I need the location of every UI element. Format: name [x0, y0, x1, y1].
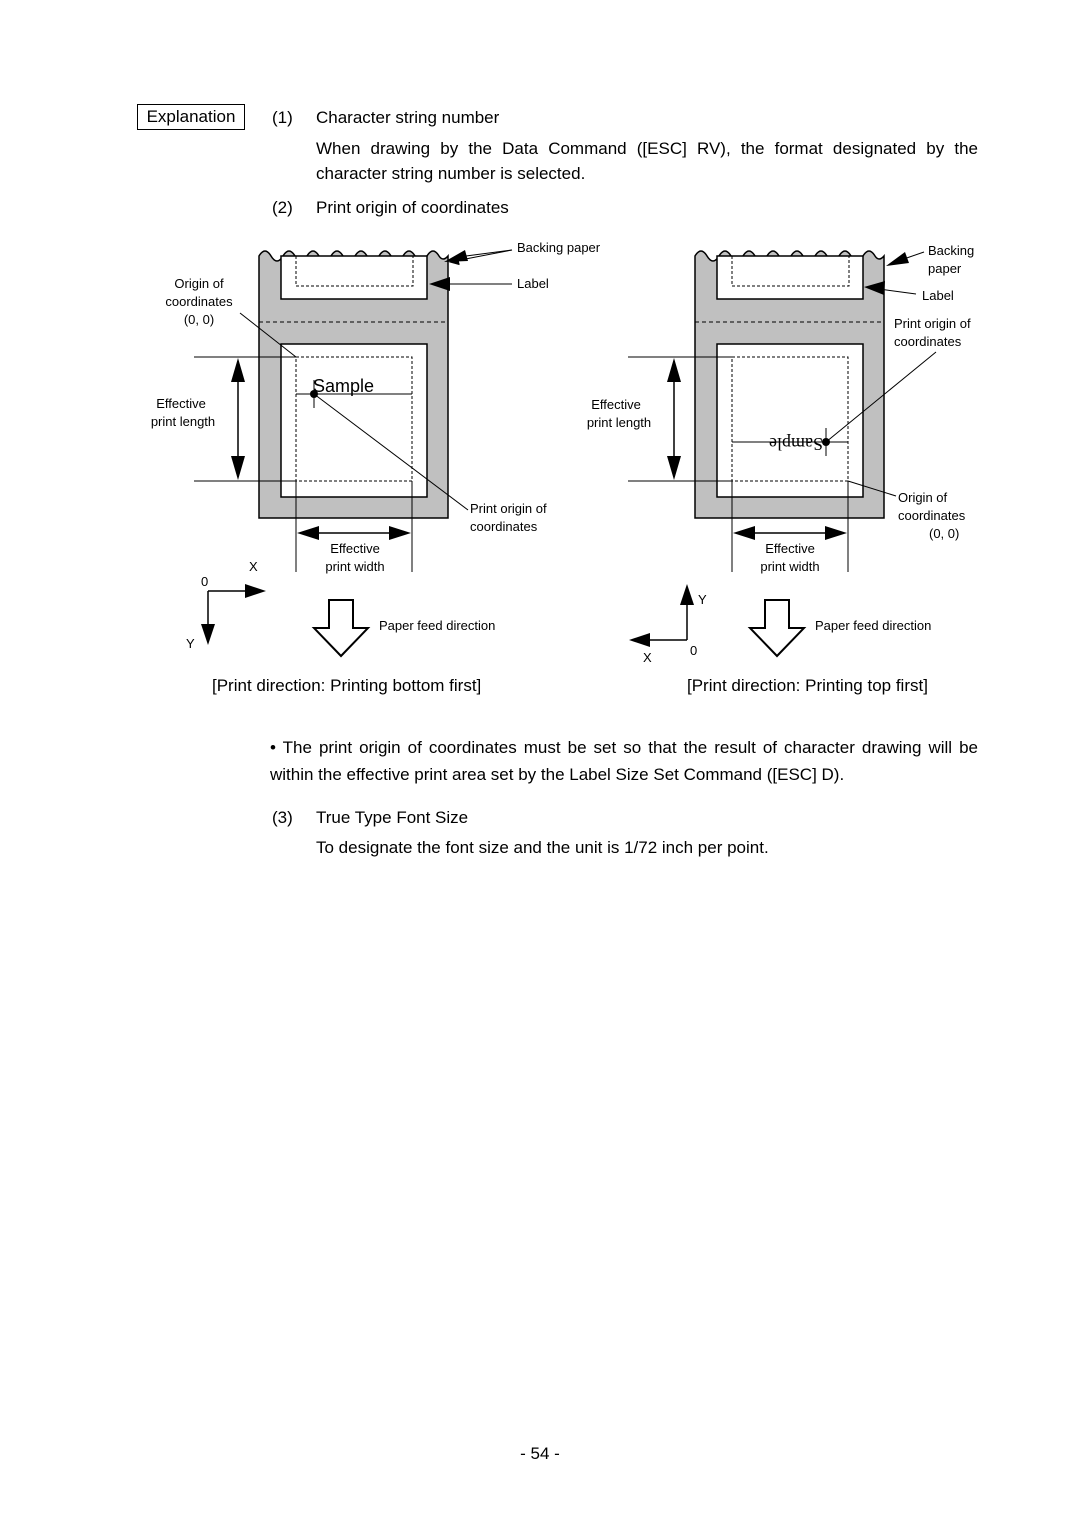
left-effective-width-label-1: Effective — [330, 541, 380, 556]
item3-body: To designate the font size and the unit … — [316, 838, 769, 857]
item3-title: True Type Font Size — [316, 808, 469, 827]
right-feed-label: Paper feed direction — [815, 618, 932, 633]
right-axis-zero: 0 — [690, 643, 698, 658]
right-origin-label-1: Origin of — [898, 490, 948, 505]
right-sample-text-rotated: Sample — [769, 434, 823, 454]
left-label-label: Label — [517, 276, 549, 291]
right-axis-x: X — [643, 650, 652, 665]
right-effective-width-label-1: Effective — [765, 541, 815, 556]
item1-number: (1) — [272, 108, 293, 127]
note-text: • The print origin of coordinates must b… — [270, 738, 978, 784]
left-origin-label-1: Origin of — [174, 276, 224, 291]
left-origin-label-2: coordinates — [165, 294, 233, 309]
right-caption: [Print direction: Printing top first] — [687, 676, 928, 695]
item2-title: Print origin of coordinates — [316, 198, 509, 217]
left-backing-paper-label: Backing paper — [517, 240, 601, 255]
right-effective-length-label-2: print length — [586, 415, 652, 430]
left-effective-length-label-1: Effective — [156, 396, 206, 411]
right-top-label — [716, 255, 864, 300]
left-axis-zero: 0 — [201, 574, 209, 589]
left-feed-label: Paper feed direction — [379, 618, 496, 633]
left-axis-x: X — [249, 559, 258, 574]
left-print-origin-label-1: Print origin of — [470, 501, 547, 516]
left-effective-area — [295, 356, 413, 482]
left-top-label — [280, 255, 428, 300]
right-figure — [628, 250, 937, 658]
right-effective-area — [731, 356, 849, 482]
right-label-label: Label — [922, 288, 954, 303]
right-origin-label-3: (0, 0) — [929, 526, 960, 541]
left-feed-arrow — [311, 599, 371, 658]
right-effective-length-label-1: Effective — [591, 397, 641, 412]
left-origin-label-3: (0, 0) — [183, 312, 215, 327]
left-print-origin-label-2: coordinates — [470, 519, 538, 534]
right-backing-label-1: Backing — [928, 243, 975, 258]
left-effective-width-label-2: print width — [325, 559, 385, 574]
left-sample-text: Sample — [313, 376, 375, 396]
explanation-label: Explanation — [137, 104, 245, 130]
left-label — [280, 343, 428, 498]
page-number: - 54 - — [520, 1444, 560, 1463]
item3-number: (3) — [272, 808, 293, 827]
print-origin-diagram — [194, 249, 937, 658]
right-print-origin-label-2: coordinates — [894, 334, 962, 349]
left-effective-length-label-2: print length — [150, 414, 216, 429]
right-effective-width-label-2: print width — [760, 559, 820, 574]
right-print-origin-label-1: Print origin of — [894, 316, 971, 331]
item2-number: (2) — [272, 198, 293, 217]
right-label — [716, 343, 864, 498]
right-axis-y: Y — [698, 592, 707, 607]
item1-title: Character string number — [316, 108, 500, 127]
right-origin-label-2: coordinates — [898, 508, 966, 523]
right-backing-label-2: paper — [928, 261, 962, 276]
left-figure — [194, 249, 513, 658]
left-axis-y: Y — [186, 636, 195, 651]
item1-body: When drawing by the Data Command ([ESC] … — [316, 139, 978, 183]
left-caption: [Print direction: Printing bottom first] — [212, 676, 482, 695]
right-feed-arrow — [747, 599, 807, 658]
